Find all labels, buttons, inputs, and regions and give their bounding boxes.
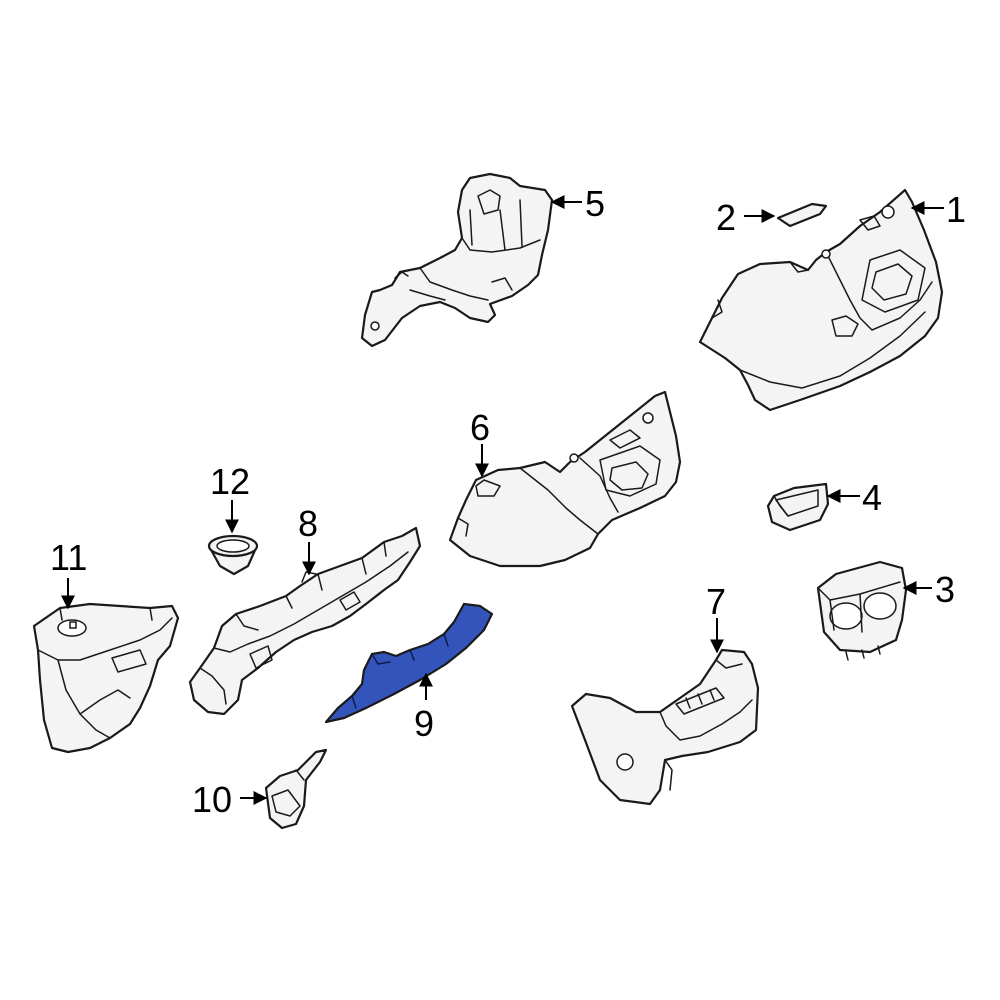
callout-12: 12 [210, 461, 250, 502]
callout-2: 2 [716, 197, 736, 238]
callout-4: 4 [862, 477, 882, 518]
callout-5: 5 [585, 183, 605, 224]
part-11-end-panel[interactable] [32, 602, 180, 754]
callout-9: 9 [414, 703, 434, 744]
callout-11: 11 [50, 537, 87, 578]
part-9-trim-highlighted[interactable] [324, 602, 494, 724]
part-8-long-bracket[interactable] [188, 526, 422, 716]
callout-7: 7 [706, 581, 726, 622]
callout-labels: 1 2 3 4 5 6 7 8 9 10 11 12 [50, 183, 966, 820]
part-1-console-panel[interactable] [698, 188, 944, 412]
callout-3: 3 [935, 569, 955, 610]
part-3-cup-holder[interactable] [816, 560, 908, 661]
callout-6: 6 [470, 407, 490, 448]
part-5-bracket[interactable] [360, 172, 554, 348]
part-12-grommet[interactable] [207, 534, 259, 576]
part-10-clip[interactable] [264, 748, 328, 830]
callout-8: 8 [298, 503, 318, 544]
callout-1: 1 [946, 189, 966, 230]
part-4-bracket[interactable] [766, 482, 830, 532]
part-7-side-panel[interactable] [570, 648, 760, 806]
part-6-console-housing[interactable] [448, 390, 682, 568]
callout-10: 10 [192, 779, 232, 820]
part-2-trim[interactable] [776, 202, 828, 228]
leader-lines [61, 195, 944, 805]
